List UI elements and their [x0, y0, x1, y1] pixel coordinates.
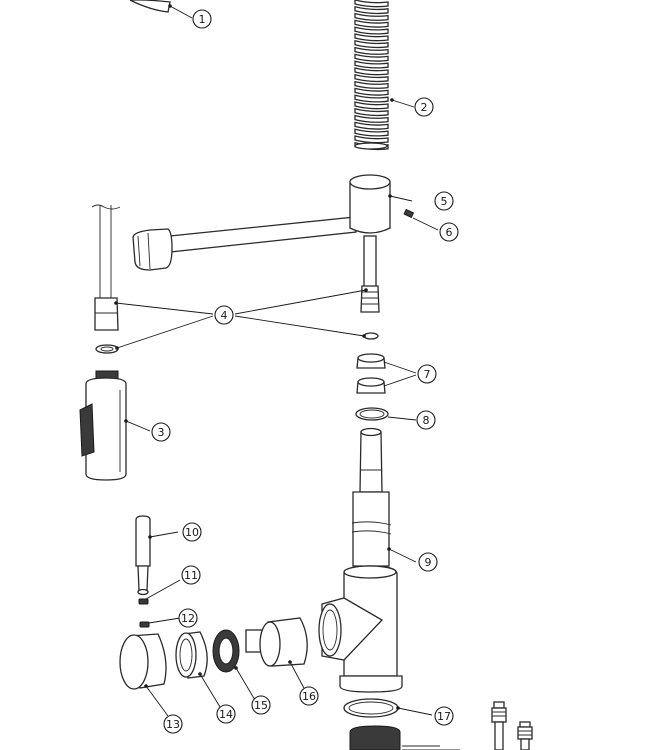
callout-number: 11: [184, 569, 198, 582]
callout-number: 12: [181, 612, 195, 625]
callout-6: 6: [439, 222, 459, 242]
callout-number: 4: [221, 309, 228, 322]
callout-number: 8: [423, 414, 430, 427]
part-3-spray-head: [79, 370, 151, 481]
callout-14: 14: [216, 704, 236, 724]
part-8-o-ring: [355, 407, 417, 421]
callout-13: 13: [163, 714, 183, 734]
part-2-coil-spring: [354, 0, 415, 151]
callout-number: 17: [437, 710, 451, 723]
callout-11: 11: [181, 565, 201, 585]
callout-number: 3: [158, 426, 165, 439]
callout-number: 5: [441, 195, 448, 208]
callout-number: 16: [302, 690, 316, 703]
part-6-set-screw: [403, 208, 439, 231]
callout-ring: [151, 422, 171, 442]
callout-ring: [182, 522, 202, 542]
part-4-hose-fittings: [91, 204, 379, 354]
callout-2: 2: [414, 97, 434, 117]
callout-7: 7: [417, 364, 437, 384]
callout-ring: [434, 191, 454, 211]
callout-5: 5: [434, 191, 454, 211]
callout-16: 16: [299, 686, 319, 706]
part-7-lock-nuts: [356, 353, 417, 394]
supply-hose-fittings: [491, 701, 533, 750]
callout-15: 15: [251, 695, 271, 715]
part-1-spout-tip: [129, 0, 193, 19]
callout-ring: [181, 565, 201, 585]
callout-number: 15: [254, 699, 268, 712]
part-5-swivel-arm: [132, 174, 413, 313]
callout-ring: [163, 714, 183, 734]
part-10-cartridge-stem: [135, 515, 179, 596]
callout-ring: [439, 222, 459, 242]
callout-ring: [216, 704, 236, 724]
part-9-faucet-body: [318, 427, 417, 693]
callout-ring: [434, 706, 454, 726]
callout-number: 13: [166, 718, 180, 731]
callout-ring: [178, 608, 198, 628]
callout-ring: [416, 410, 436, 430]
part-16-cartridge: [245, 617, 308, 691]
callout-ring: [192, 9, 212, 29]
part-11-screw: [138, 579, 181, 605]
part-14-ring: [175, 631, 221, 708]
callout-8: 8: [416, 410, 436, 430]
part-15-threaded-nut: [212, 629, 256, 701]
callout-number: 10: [185, 526, 199, 539]
callout-number: 2: [421, 101, 428, 114]
mounting-nut: [349, 725, 460, 750]
callout-10: 10: [182, 522, 202, 542]
callout-number: 6: [446, 226, 453, 239]
callout-ring: [418, 552, 438, 572]
part-13-handle-cap: [119, 633, 169, 717]
part-12-grub-screw: [139, 617, 181, 628]
callout-1: 1: [192, 9, 212, 29]
callout-number: 14: [219, 708, 233, 721]
callout-ring: [299, 686, 319, 706]
callout-number: 9: [425, 556, 432, 569]
callout-number: 7: [424, 368, 431, 381]
callout-12: 12: [178, 608, 198, 628]
callout-ring: [414, 97, 434, 117]
callout-17: 17: [434, 706, 454, 726]
callout-ring: [214, 305, 234, 325]
callout-3: 3: [151, 422, 171, 442]
part-17-base-gasket: [343, 698, 433, 718]
callout-9: 9: [418, 552, 438, 572]
callout-4: 4: [214, 305, 234, 325]
callout-ring: [251, 695, 271, 715]
callout-number: 1: [199, 13, 206, 26]
callout-ring: [417, 364, 437, 384]
